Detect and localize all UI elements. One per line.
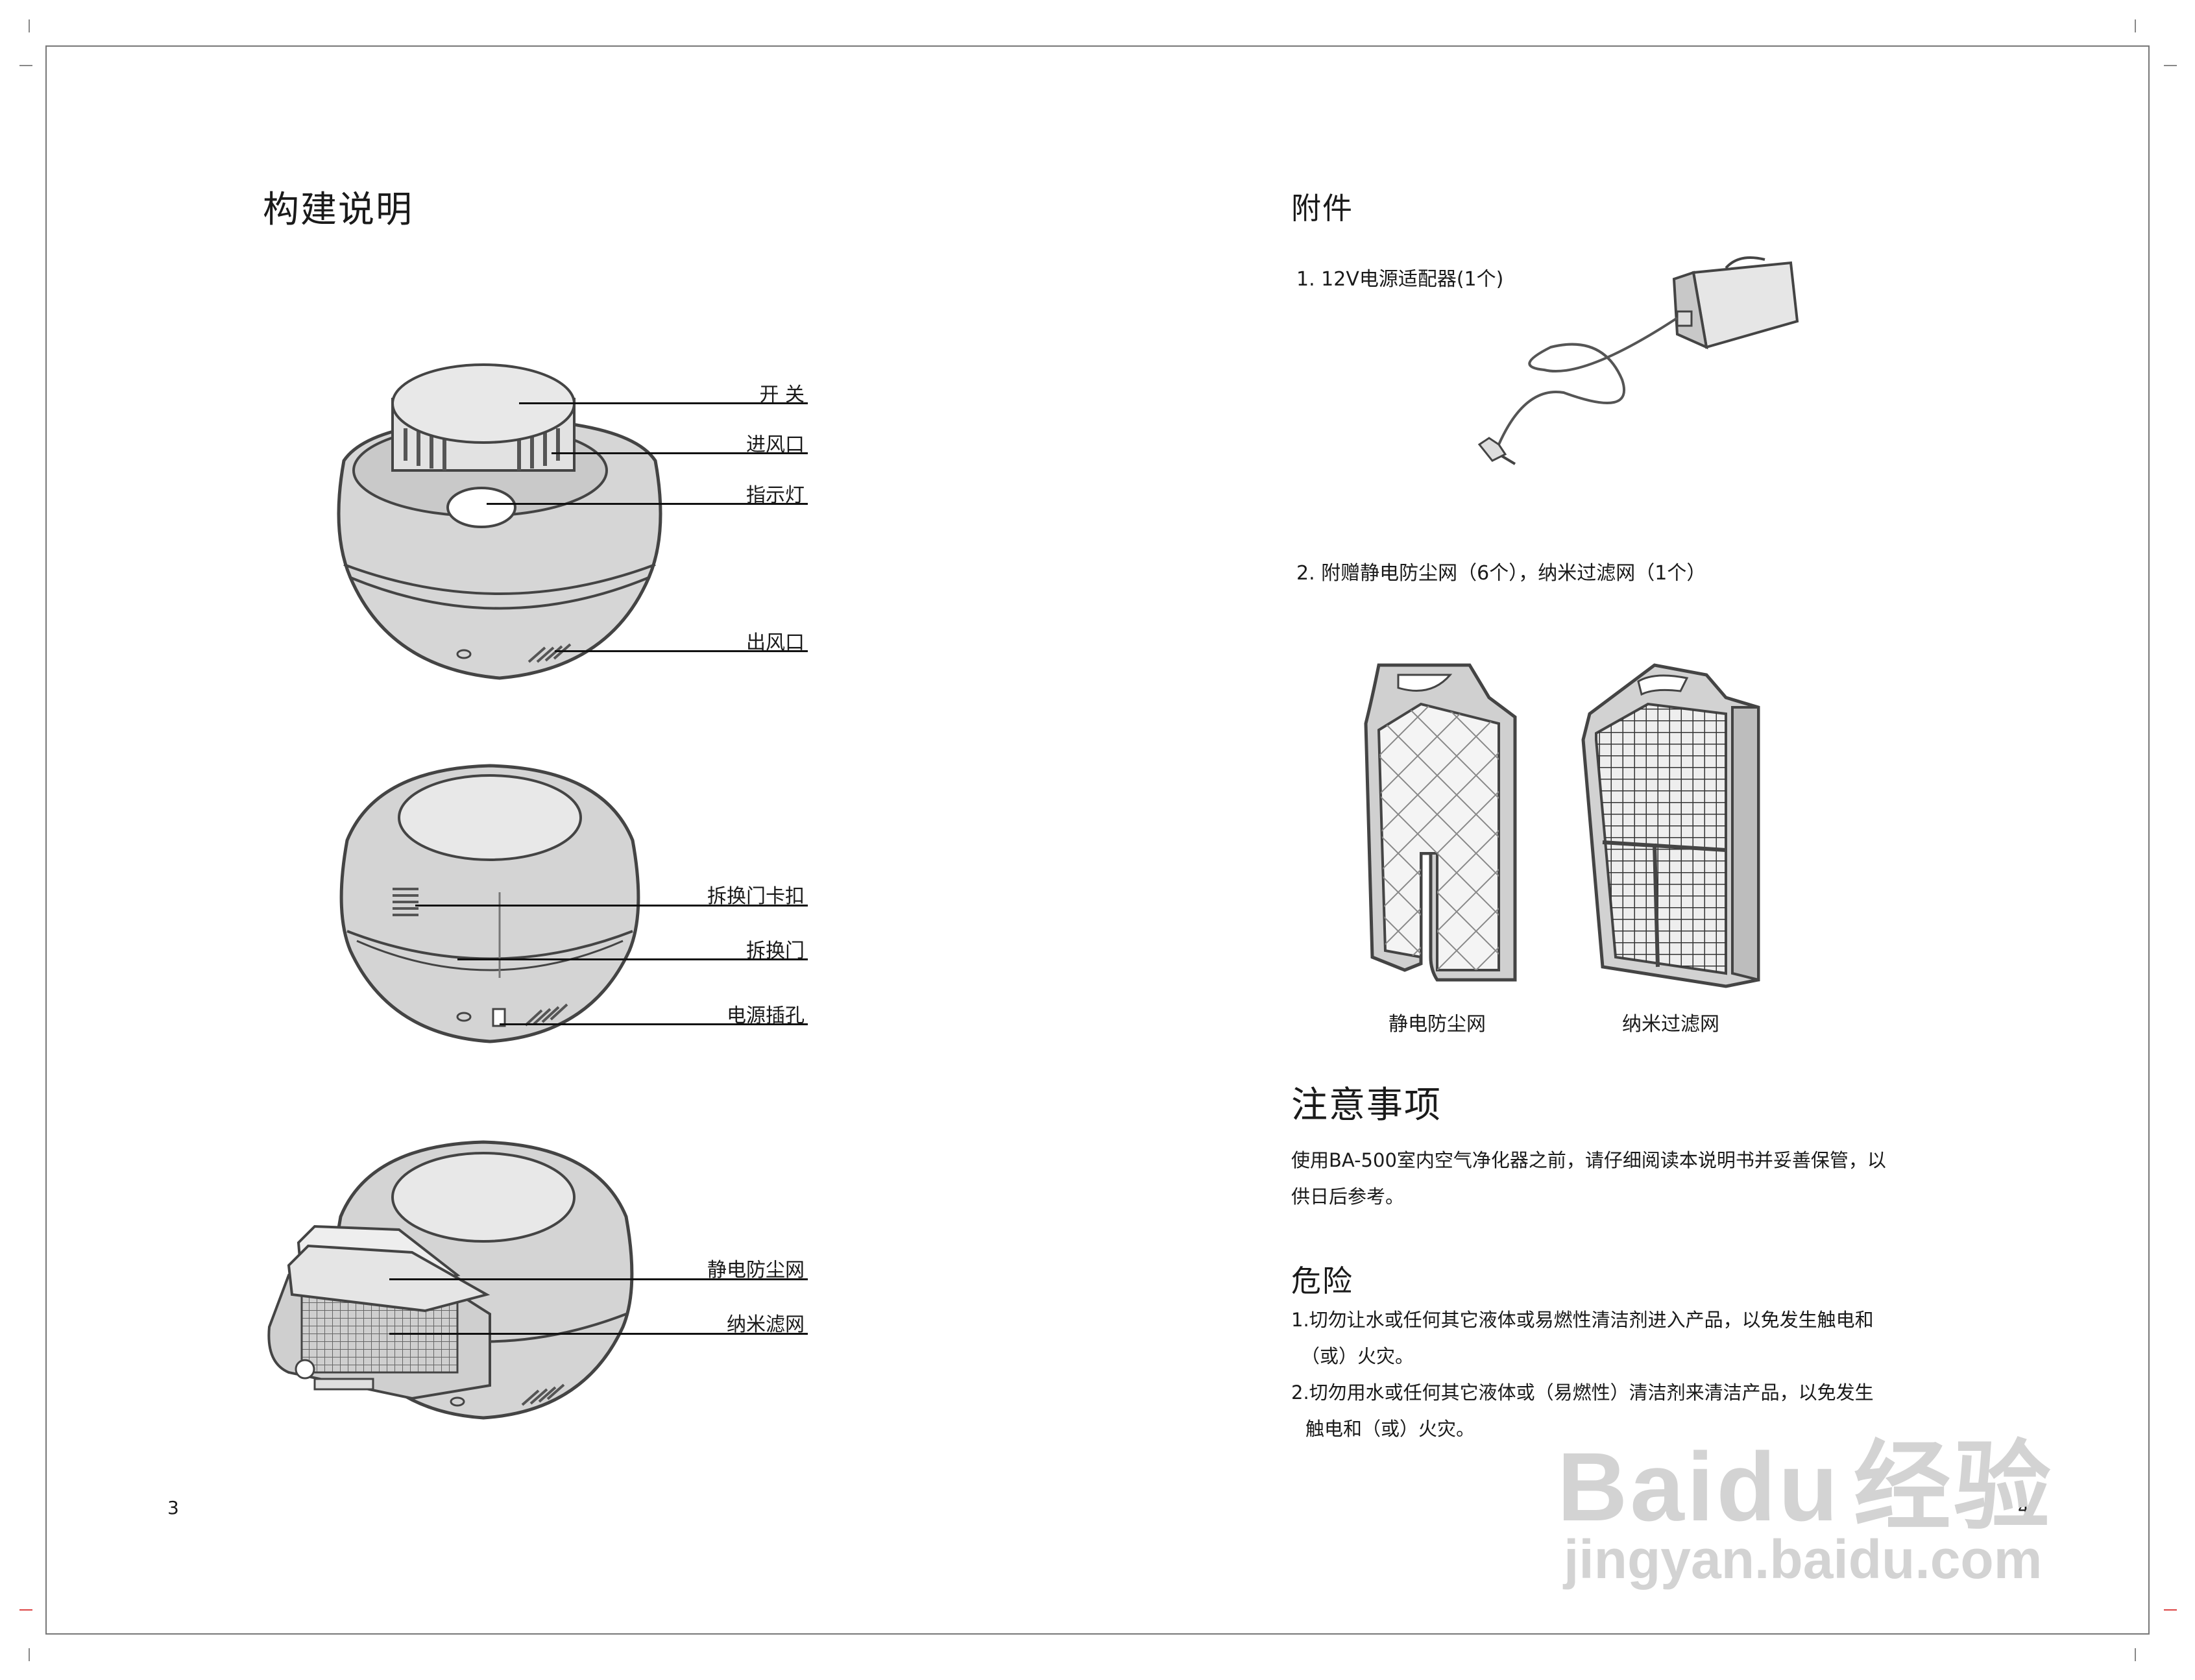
page-number-left: 3 [167, 1497, 179, 1518]
electrostatic-filter-illustration [1364, 663, 1517, 982]
callout-line [552, 452, 808, 454]
crop-mark [29, 19, 30, 32]
label-indicator-light: 指示灯 [746, 484, 805, 507]
crop-mark [2164, 1609, 2177, 1611]
label-electrostatic-dust-filter: 静电防尘网 [707, 1259, 805, 1282]
purifier-front-illustration [337, 363, 662, 680]
callout-line [415, 905, 808, 907]
crop-mark [2135, 1648, 2136, 1661]
callout-line [389, 1278, 808, 1280]
watermark-brand-text: Baidu [1557, 1432, 1841, 1541]
callout-line [457, 958, 808, 960]
crop-mark [2164, 65, 2177, 66]
crop-mark [2135, 19, 2136, 32]
callout-line [389, 1333, 808, 1335]
callout-line [519, 402, 808, 404]
label-air-outlet: 出风口 [746, 631, 805, 654]
danger-item-1-line-2: （或）火灾。 [1301, 1345, 1414, 1367]
danger-title: 危险 [1291, 1263, 1353, 1298]
notes-line-2: 供日后参考。 [1291, 1186, 1405, 1208]
label-switch: 开 关 [759, 383, 805, 406]
accessories-title: 附件 [1291, 191, 1353, 226]
purifier-rear-illustration [339, 764, 640, 1043]
watermark-url: jingyan.baidu.com [1564, 1529, 2043, 1590]
callout-line [500, 1023, 808, 1025]
page-frame [45, 45, 2150, 1635]
accessory-item-adapter: 1. 12V电源适配器(1个) [1296, 268, 1504, 291]
nano-filter-illustration [1581, 663, 1760, 988]
notes-line-1: 使用BA-500室内空气净化器之前，请仔细阅读本说明书并妥善保管，以 [1291, 1149, 1886, 1171]
label-removable-door: 拆换门 [746, 940, 805, 962]
purifier-filters-illustration [267, 1140, 634, 1420]
label-nano-filter: 纳米滤网 [727, 1313, 805, 1336]
label-door-latch: 拆换门卡扣 [707, 885, 805, 908]
notes-title: 注意事项 [1291, 1084, 1442, 1126]
danger-item-1-line-1: 1.切勿让水或任何其它液体或易燃性清洁剂进入产品，以免发生触电和 [1291, 1309, 1874, 1331]
accessory-item-filters: 2. 附赠静电防尘网（6个），纳米过滤网（1个） [1296, 562, 1706, 585]
caption-nano-filter: 纳米过滤网 [1622, 1013, 1719, 1036]
page-number-right: 4 [2018, 1497, 2030, 1518]
crop-mark [19, 1609, 32, 1611]
label-power-jack: 电源插孔 [727, 1004, 805, 1027]
caption-electrostatic-filter: 静电防尘网 [1389, 1013, 1486, 1036]
crop-mark [19, 65, 32, 66]
callout-line [487, 503, 808, 505]
crop-mark [29, 1648, 30, 1661]
callout-line [555, 650, 808, 652]
power-adapter-illustration [1477, 256, 1799, 465]
page-title: 构建说明 [263, 189, 413, 231]
danger-item-2-line-2: 触电和（或）火灾。 [1305, 1418, 1475, 1440]
watermark-brand-cn: 经验 [1853, 1431, 2054, 1544]
danger-item-2-line-1: 2.切勿用水或任何其它液体或（易燃性）清洁剂来清洁产品，以免发生 [1291, 1382, 1874, 1404]
label-air-inlet: 进风口 [746, 433, 805, 456]
